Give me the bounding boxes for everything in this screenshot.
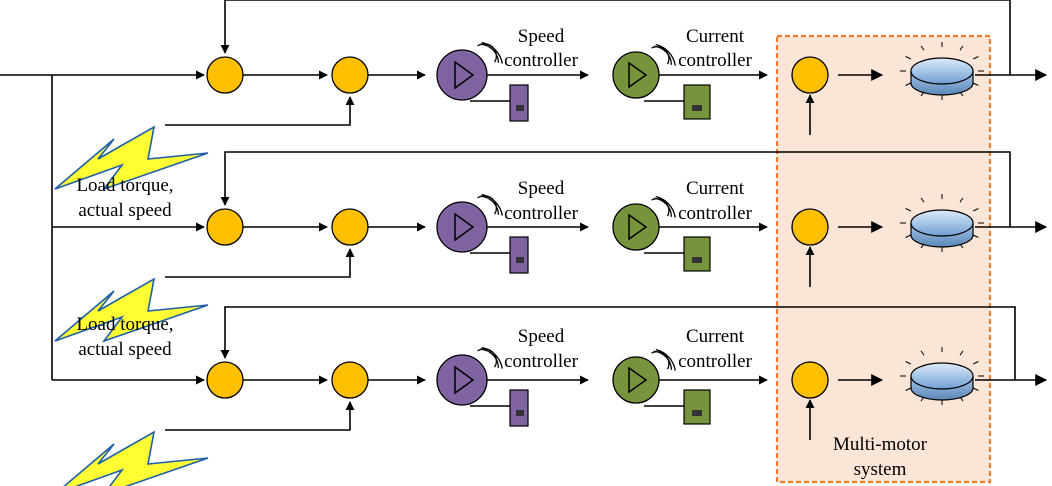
current-label-1-line2: controller: [678, 50, 753, 71]
current-controller-icon-2: [612, 203, 660, 251]
signal-wave-icon-3a1: [479, 348, 500, 368]
signal-wave-icon-2b0: [651, 198, 670, 217]
signal-wave-icon-1a2: [481, 41, 503, 64]
summing-junction-2a: [206, 208, 244, 246]
signal-wave-icon-1b2: [655, 43, 676, 66]
system-label-line1: Multi-motor: [833, 434, 928, 455]
motor-spike-2-8: [920, 197, 925, 203]
speed-controller-icon-2: [436, 201, 488, 253]
motor-icon-2: [910, 209, 974, 237]
speed-device-slot-2: [516, 257, 524, 263]
motor-icon-1: [910, 57, 974, 85]
disturbance-label-2-line2: actual speed: [78, 339, 172, 360]
summing-junction-3b: [331, 361, 369, 399]
motor-spike-3-11: [972, 361, 979, 365]
speed-controller-icon-1: [436, 49, 488, 101]
disturbance-line-2: [165, 248, 355, 278]
speed-label-3-line2: controller: [504, 351, 579, 372]
speed-controller-icon-3: [436, 354, 488, 406]
signal-wave-icon-3b1: [653, 350, 673, 370]
signal-wave-icon-3a2: [481, 346, 503, 369]
motor-spike-1-7: [905, 56, 912, 60]
summing-junction-1a: [206, 56, 244, 94]
current-label-3-line2: controller: [678, 351, 753, 372]
amplifier-icon-2a: [454, 212, 475, 242]
motor-icon-3: [910, 362, 974, 390]
current-label-2-line2: controller: [678, 203, 753, 224]
speed-device-icon-3: [509, 389, 529, 427]
current-label-2-line1: Current: [686, 178, 745, 199]
motor-spike-3-1: [972, 387, 979, 391]
motor-spike-2-1: [972, 234, 979, 238]
feedback-line-1: [220, 0, 1011, 75]
amplifier-icon-3b: [628, 366, 648, 394]
current-controller-icon-3: [612, 356, 660, 404]
current-device-slot-3: [692, 410, 702, 416]
disturbance-line-1: [165, 96, 355, 126]
feedback-line-3: [220, 306, 1016, 380]
motor-spike-2-7: [905, 208, 912, 212]
summing-junction-3a: [206, 361, 244, 399]
speed-device-slot-3: [516, 410, 524, 416]
summing-junction-2b: [331, 208, 369, 246]
system-label-line2: system: [854, 459, 907, 480]
summing-junction-3c: [791, 361, 829, 399]
motor-spike-3-5: [905, 387, 912, 391]
motor-spike-2-10: [959, 197, 964, 203]
speed-device-slot-1: [516, 105, 524, 111]
current-label-3-line1: Current: [686, 326, 745, 347]
motor-spike-3-8: [920, 350, 925, 356]
speed-label-1-line2: controller: [504, 50, 579, 71]
current-controller-icon-1: [612, 51, 660, 99]
signal-wave-icon-3b2: [655, 348, 676, 371]
current-device-icon-3: [683, 389, 711, 425]
feedback-line-2: [220, 151, 1011, 227]
signal-wave-icon-2a1: [479, 195, 500, 215]
signal-wave-icon-3b0: [651, 351, 670, 370]
disturbance-label-1-line1: Load torque,: [76, 175, 173, 196]
signal-wave-icon-2a2: [481, 193, 503, 216]
signal-wave-icon-1b1: [653, 45, 673, 65]
multi-motor-system-box: [775, 34, 992, 484]
current-device-slot-1: [692, 105, 702, 111]
motor-spike-2-11: [972, 208, 979, 212]
summing-junction-1c: [791, 56, 829, 94]
motor-spike-3-10: [959, 350, 964, 356]
disturbance-label-1-line2: actual speed: [78, 200, 172, 221]
motor-spike-1-10: [959, 45, 964, 51]
motor-spike-1-8: [920, 45, 925, 51]
speed-label-2-line2: controller: [504, 203, 579, 224]
amplifier-icon-2b: [628, 213, 648, 241]
motor-spike-3-7: [905, 361, 912, 365]
signal-wave-icon-2b2: [655, 195, 676, 218]
current-label-1-line1: Current: [686, 26, 745, 47]
speed-label-2-line1: Speed: [518, 178, 565, 199]
motor-spike-2-5: [905, 234, 912, 238]
signal-wave-icon-1a1: [479, 43, 500, 63]
motor-spike-1-11: [972, 56, 979, 60]
speed-label-1-line1: Speed: [518, 26, 565, 47]
disturbance-line-3: [165, 401, 355, 431]
lightning-icon-1: [54, 125, 209, 191]
lightning-icon-3: [63, 430, 209, 486]
signal-wave-icon-1b0: [651, 46, 670, 65]
amplifier-icon-1b: [628, 61, 648, 89]
speed-label-3-line1: Speed: [518, 326, 565, 347]
motor-spike-1-1: [972, 82, 979, 86]
current-device-icon-2: [683, 236, 711, 272]
summing-junction-1b: [331, 56, 369, 94]
lightning-icon-2: [54, 277, 209, 343]
signal-wave-icon-2b1: [653, 197, 673, 217]
current-device-icon-1: [683, 84, 711, 120]
amplifier-icon-1a: [454, 60, 475, 90]
motor-spike-1-5: [905, 82, 912, 86]
speed-device-icon-2: [509, 236, 529, 274]
disturbance-label-2-line1: Load torque,: [76, 314, 173, 335]
amplifier-icon-3a: [454, 365, 475, 395]
current-device-slot-2: [692, 257, 702, 263]
summing-junction-2c: [791, 208, 829, 246]
speed-device-icon-1: [509, 84, 529, 122]
